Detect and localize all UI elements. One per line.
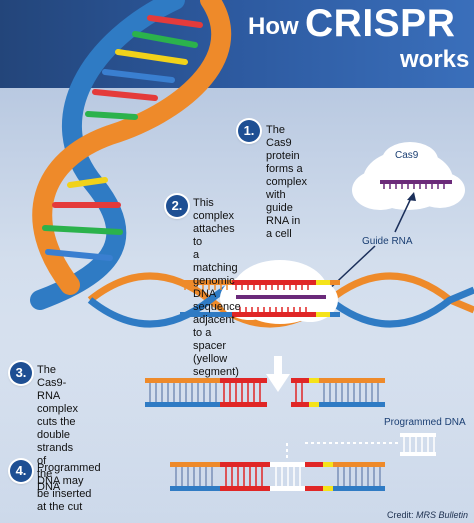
genomic-dna-helix: [87, 260, 474, 328]
step-2-number: 2.: [166, 195, 188, 217]
step-1-number: 1.: [238, 120, 260, 142]
step-1-text: The Cas9 protein forms a complex with gu…: [266, 124, 307, 240]
credit-line: Credit: MRS Bulletin: [387, 510, 468, 520]
step-4-number: 4.: [10, 460, 32, 482]
title-crispr: CRISPR: [305, 2, 456, 45]
step-2-text: This complex attaches to a matching geno…: [193, 197, 241, 378]
cas9-label: Cas9: [395, 150, 419, 161]
lower-shade: [0, 335, 474, 523]
guide-rna-label: Guide RNA: [362, 236, 413, 247]
step-3-text: The Cas9-RNA complex cuts the double str…: [37, 364, 78, 493]
cut-dna: [145, 356, 385, 407]
double-helix-illustration: [30, 0, 232, 310]
edited-dna: [170, 433, 436, 491]
step-3-number: 3.: [10, 362, 32, 384]
cas9-cloud: [352, 142, 465, 210]
credit-prefix: Credit:: [386, 510, 416, 520]
title-works: works: [400, 46, 470, 73]
step-4-text: Programmed DNA may be inserted at the cu…: [37, 462, 101, 513]
programmed-dna-label: Programmed DNA: [384, 417, 466, 428]
credit-source: MRS Bulletin: [415, 510, 468, 520]
cas9-guide-rna-strand: [380, 180, 452, 184]
title-how: How: [248, 13, 299, 40]
